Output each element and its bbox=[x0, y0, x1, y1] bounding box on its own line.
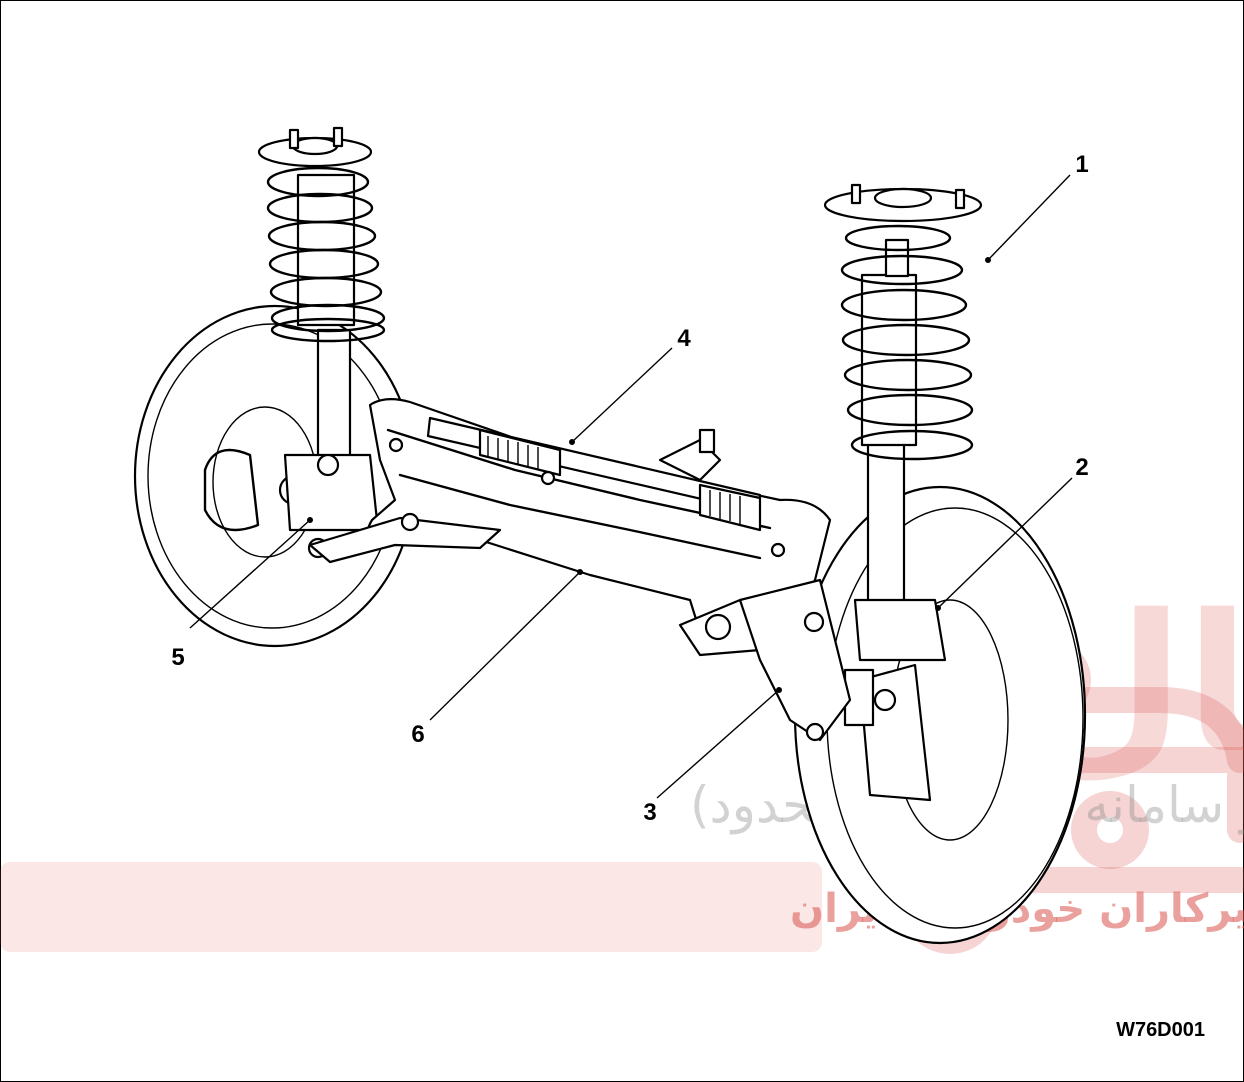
callout-4: 4 bbox=[677, 325, 691, 352]
right-coil-spring bbox=[840, 224, 974, 461]
right-strut bbox=[823, 183, 983, 662]
subframe bbox=[366, 398, 832, 657]
watermark: خودرو دیجیتال شرکت دیجیتال خودرو سامانه … bbox=[0, 574, 1244, 954]
left-lower-arm bbox=[308, 512, 502, 564]
steering-gear bbox=[426, 416, 762, 532]
callout-3: 3 bbox=[643, 799, 656, 826]
callout-labels: 1 2 3 4 5 6 bbox=[171, 151, 1088, 826]
left-strut bbox=[257, 126, 386, 559]
callout-6: 6 bbox=[411, 721, 424, 748]
callout-5: 5 bbox=[171, 644, 184, 671]
callout-2: 2 bbox=[1075, 454, 1088, 481]
callout-1: 1 bbox=[1075, 151, 1088, 178]
left-coil-spring bbox=[266, 166, 386, 343]
figure-code: W76D001 bbox=[1116, 1019, 1205, 1041]
right-lower-arm bbox=[738, 578, 852, 742]
leader-lines bbox=[189, 174, 1073, 799]
watermark-banner bbox=[0, 862, 822, 952]
